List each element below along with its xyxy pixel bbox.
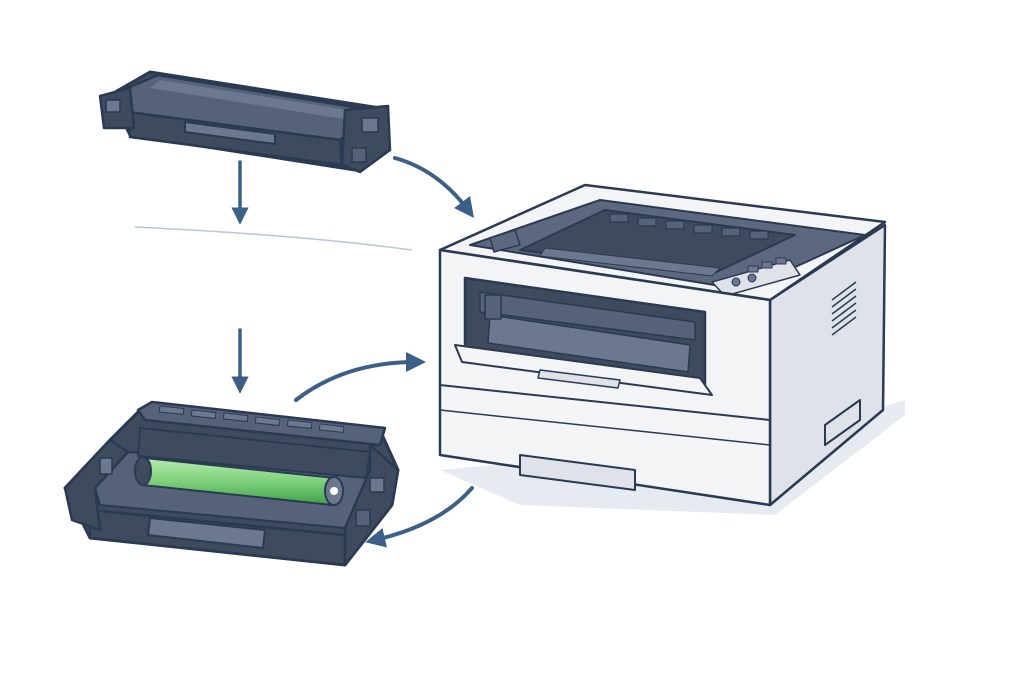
- panel-button-5: [747, 273, 757, 283]
- drum-unit-icon: [63, 400, 400, 567]
- arrow-toner-to-printer: [393, 156, 475, 218]
- laser-printer-icon: [438, 183, 905, 515]
- panel-button-1: [747, 265, 759, 273]
- panel-button-2: [761, 261, 773, 269]
- toner-cartridge-icon: [98, 70, 392, 174]
- process-arrows: [231, 156, 475, 548]
- panel-button-4: [731, 277, 741, 287]
- panel-button-3: [775, 257, 787, 265]
- arrow-drum-to-printer: [294, 352, 426, 402]
- divider-line: [134, 226, 413, 251]
- arrow-printer-to-drum: [365, 486, 474, 548]
